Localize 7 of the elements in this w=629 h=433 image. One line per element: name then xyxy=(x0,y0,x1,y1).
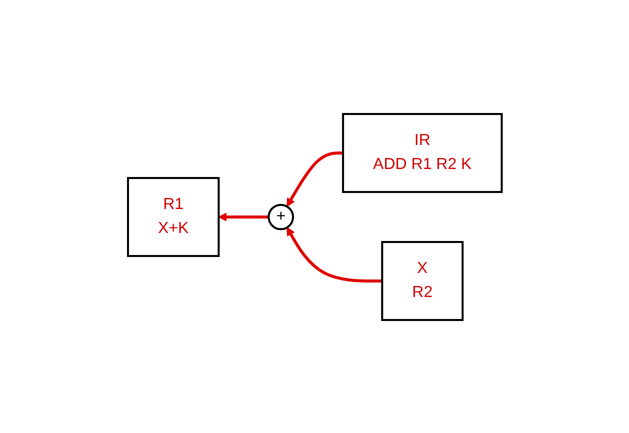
node-box: X R2 xyxy=(380,240,464,320)
arrow xyxy=(286,151,343,206)
node-box: IR ADD R1 R2 K xyxy=(342,112,502,192)
node-box: R1 X+K xyxy=(126,176,220,256)
arrow xyxy=(218,212,268,221)
node-circle: + xyxy=(267,203,294,230)
arrow xyxy=(286,226,382,282)
